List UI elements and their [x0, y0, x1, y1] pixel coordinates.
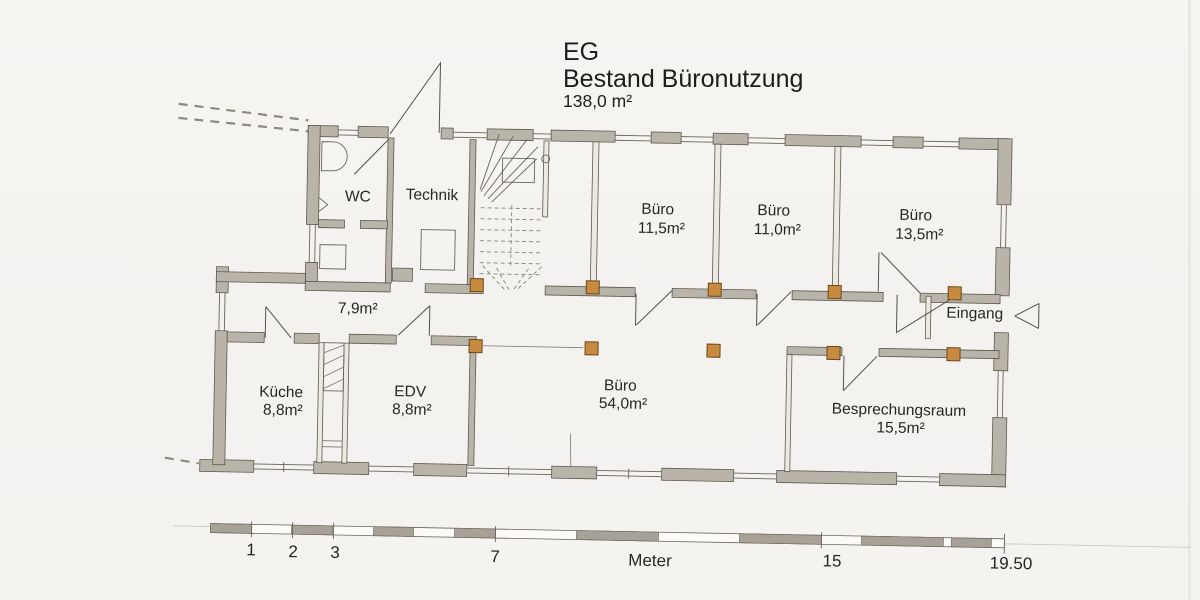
room-label-buero2: Büro [757, 202, 790, 220]
room-label-technik: Technik [406, 186, 459, 204]
room-label-buero3: Büro [899, 207, 932, 225]
neighbor-dashes [164, 102, 309, 465]
title-floor: EG [563, 38, 599, 66]
room-area-buero2: 11,0m² [754, 221, 801, 239]
wc-door-swing [354, 138, 390, 175]
room-label-kueche: Küche [259, 383, 303, 401]
scan-streak [1188, 0, 1191, 600]
wc-basin [320, 141, 348, 172]
scale-tick-7: 7 [490, 547, 500, 566]
besprechung-door-swing [842, 355, 878, 392]
exterior-walls [199, 124, 1013, 488]
stair-pole [541, 154, 551, 164]
room-label-edv: EDV [394, 383, 427, 401]
eingang-exterior-door-swing [1014, 302, 1040, 329]
plan: WC Technik Büro 11,5m² Büro 11,0m² Büro … [164, 61, 1191, 574]
stair-landing [501, 157, 536, 184]
stair-bottom-fan [482, 265, 542, 291]
scale-unit-label: Meter [628, 551, 672, 571]
edv-door-swing [397, 305, 431, 336]
wc-divider-left [317, 219, 345, 229]
room-area-kueche: 8,8m² [263, 402, 303, 420]
scale-tick-2: 2 [288, 542, 298, 561]
room-area-buero3: 13,5m² [895, 226, 944, 244]
room-area-buero1: 11,5m² [638, 220, 685, 238]
technik-equipment [420, 229, 456, 271]
room-label-eingang: Eingang [946, 305, 1003, 323]
scale-tick-3: 3 [330, 543, 340, 562]
scale-tick-19-50: 19.50 [990, 554, 1033, 574]
wc-wall-marker [318, 197, 329, 212]
room-labels: WC Technik Büro 11,5m² Büro 11,0m² Büro … [259, 186, 1003, 437]
title-block: EG Bestand Büronutzung 138,0 m² [563, 38, 803, 111]
room-label-besprechung: Besprechungsraum [832, 400, 967, 420]
fixtures [317, 141, 456, 448]
structural-posts [468, 277, 962, 362]
room-area-besprechung: 15,5m² [876, 419, 925, 437]
scale-tick-1: 1 [246, 540, 256, 559]
scale-tick-15: 15 [822, 551, 841, 570]
title-subtitle: Bestand Büronutzung [563, 65, 803, 93]
room-label-buero1: Büro [641, 201, 674, 219]
exterior-top-door-swing [389, 61, 442, 135]
buero1-door-swing [635, 290, 673, 326]
room-label-buero4: Büro [604, 377, 637, 395]
scale-labels: 1 2 3 7 Meter 15 19.50 [246, 540, 1033, 574]
title-total-area: 138,0 m² [563, 91, 632, 111]
staircase [479, 133, 551, 291]
stair-winders [479, 133, 539, 203]
room-label-wc: WC [345, 188, 371, 205]
doors [264, 61, 1040, 392]
buero3-door-swing [877, 252, 921, 294]
room-area-flur: 7,9m² [338, 300, 378, 318]
buero2-door-swing [756, 291, 792, 327]
scale-bar: 1 2 3 7 Meter 15 19.50 [173, 521, 1191, 574]
kueche-door-swing [264, 306, 292, 339]
windows [218, 129, 1007, 483]
wc-divider-right [359, 219, 388, 230]
room-area-buero4: 54,0m² [599, 395, 648, 413]
technik-door-sill [391, 267, 413, 282]
eingang-inner-door-swing [895, 294, 957, 334]
room-area-edv: 8,8m² [392, 401, 432, 419]
wc-toilet [319, 244, 347, 270]
shaft-hatch [322, 342, 345, 448]
